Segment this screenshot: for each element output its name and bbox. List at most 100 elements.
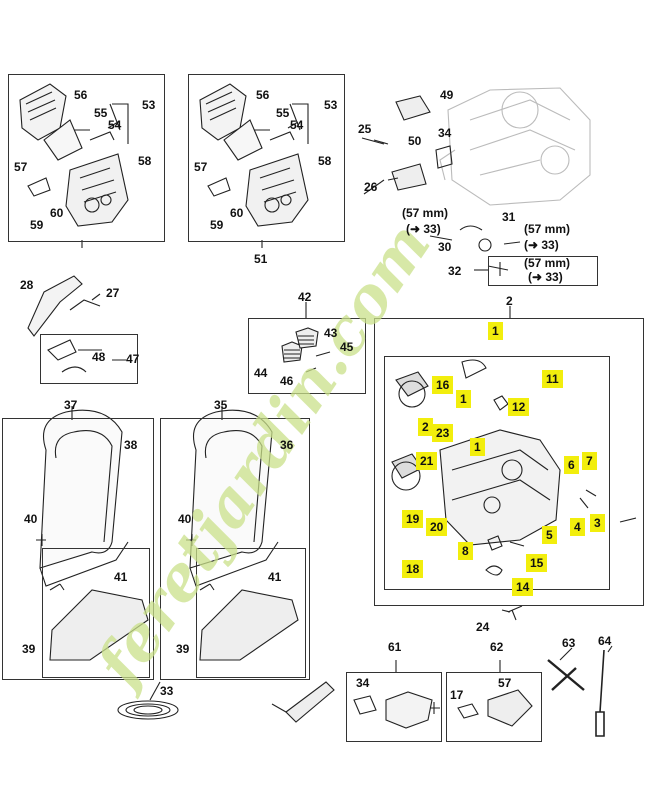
part-label-54b: 54	[290, 118, 304, 132]
part-label-57b: 57	[194, 160, 208, 174]
part-label-59b: 59	[210, 218, 224, 232]
part-label-32: 32	[448, 264, 462, 278]
box-37-inner	[42, 548, 150, 678]
part-label-6-highlight: 6	[564, 456, 579, 474]
part-label-53: 53	[142, 98, 156, 112]
part-label-42: 42	[298, 290, 312, 304]
note-33-box: (➜ 33)	[528, 270, 563, 284]
part-label-30: 30	[438, 240, 452, 254]
part-label-39: 39	[22, 642, 36, 656]
part-label-3-highlight: 3	[590, 514, 605, 532]
part-label-37: 37	[64, 398, 78, 412]
part-label-19-highlight: 19	[402, 510, 424, 528]
part-label-15-highlight: 15	[526, 554, 548, 572]
part-label-14-highlight: 14	[512, 578, 534, 596]
note-57mm-left: (57 mm)	[402, 206, 449, 220]
part-label-31: 31	[502, 210, 516, 224]
part-label-1c-highlight: 1	[470, 438, 485, 456]
box-2-inner	[384, 356, 610, 590]
part-label-41: 41	[114, 570, 128, 584]
part-label-57: 57	[14, 160, 28, 174]
part-label-58b: 58	[318, 154, 332, 168]
part-label-1b-highlight: 1	[456, 390, 471, 408]
part-label-54: 54	[108, 118, 122, 132]
part-label-46: 46	[280, 374, 294, 388]
box-2	[374, 318, 644, 606]
part-label-48: 48	[92, 350, 106, 364]
part-label-25: 25	[358, 122, 372, 136]
part-label-40: 40	[24, 512, 38, 526]
part-label-43: 43	[324, 326, 338, 340]
part-label-18-highlight: 18	[402, 560, 424, 578]
part-label-17: 17	[450, 688, 464, 702]
handlebar-left	[39, 409, 129, 591]
part-label-49: 49	[440, 88, 454, 102]
part-label-28: 28	[20, 278, 34, 292]
part-label-2: 2	[506, 294, 513, 308]
box-35-inner	[196, 548, 306, 678]
part-label-55b: 55	[276, 106, 290, 120]
part-label-34b: 34	[356, 676, 370, 690]
part-label-27: 27	[106, 286, 120, 300]
part-label-26: 26	[364, 180, 378, 194]
part-label-16-highlight: 16	[432, 376, 454, 394]
part-label-56b: 56	[256, 88, 270, 102]
part-label-60: 60	[50, 206, 64, 220]
box-62	[446, 672, 542, 742]
part-label-61: 61	[388, 640, 402, 654]
part-label-35: 35	[214, 398, 228, 412]
part-label-57c: 57	[498, 676, 512, 690]
crankcase-drawing	[391, 359, 637, 576]
box-35	[160, 418, 310, 680]
part-label-20-highlight: 20	[426, 518, 448, 536]
part-label-39b: 39	[176, 642, 190, 656]
part-label-33: 33	[160, 684, 174, 698]
note-57mm-right: (57 mm)	[524, 222, 571, 236]
part-label-34: 34	[438, 126, 452, 140]
box-42	[248, 318, 366, 394]
part-label-21-highlight: 21	[416, 452, 438, 470]
engine-ghost	[439, 87, 591, 206]
part-label-45: 45	[340, 340, 354, 354]
part-label-44: 44	[254, 366, 268, 380]
part-label-51: 51	[254, 252, 268, 266]
part-label-24: 24	[476, 620, 490, 634]
cylinder-assembly-right	[199, 83, 309, 227]
part-label-59: 59	[30, 218, 44, 232]
box-47	[40, 334, 138, 384]
part-label-55: 55	[94, 106, 108, 120]
part-label-12-highlight: 12	[508, 398, 530, 416]
part-label-2b-highlight: 2	[418, 418, 433, 436]
note-57mm-box: (57 mm)	[524, 256, 571, 270]
part-label-7-highlight: 7	[582, 452, 597, 470]
part-label-64: 64	[598, 634, 612, 648]
part-label-41b: 41	[268, 570, 282, 584]
watermark-text: feretjardin.com	[80, 210, 445, 702]
part-label-23-highlight: 23	[432, 424, 454, 442]
part-label-36: 36	[280, 438, 294, 452]
part-label-63: 63	[562, 636, 576, 650]
part-label-62: 62	[490, 640, 504, 654]
part-label-47: 47	[126, 352, 140, 366]
gasket-33	[117, 700, 179, 720]
note-33-right: (➜ 33)	[524, 238, 559, 252]
box-61	[346, 672, 442, 742]
part-label-40b: 40	[178, 512, 192, 526]
box-37	[2, 418, 154, 680]
part-label-11-highlight: 11	[542, 370, 563, 388]
handlebar-right	[189, 409, 279, 591]
part-label-53b: 53	[324, 98, 338, 112]
part-label-60b: 60	[230, 206, 244, 220]
note-33-left: (➜ 33)	[406, 222, 441, 236]
part-label-1-highlight: 1	[488, 322, 503, 340]
part-label-50: 50	[408, 134, 422, 148]
part-label-38: 38	[124, 438, 138, 452]
box-32	[488, 256, 598, 286]
part-label-5-highlight: 5	[542, 526, 557, 544]
part-label-56: 56	[74, 88, 88, 102]
box-51	[188, 74, 345, 242]
av-springs	[281, 327, 331, 373]
box-53	[8, 74, 165, 242]
